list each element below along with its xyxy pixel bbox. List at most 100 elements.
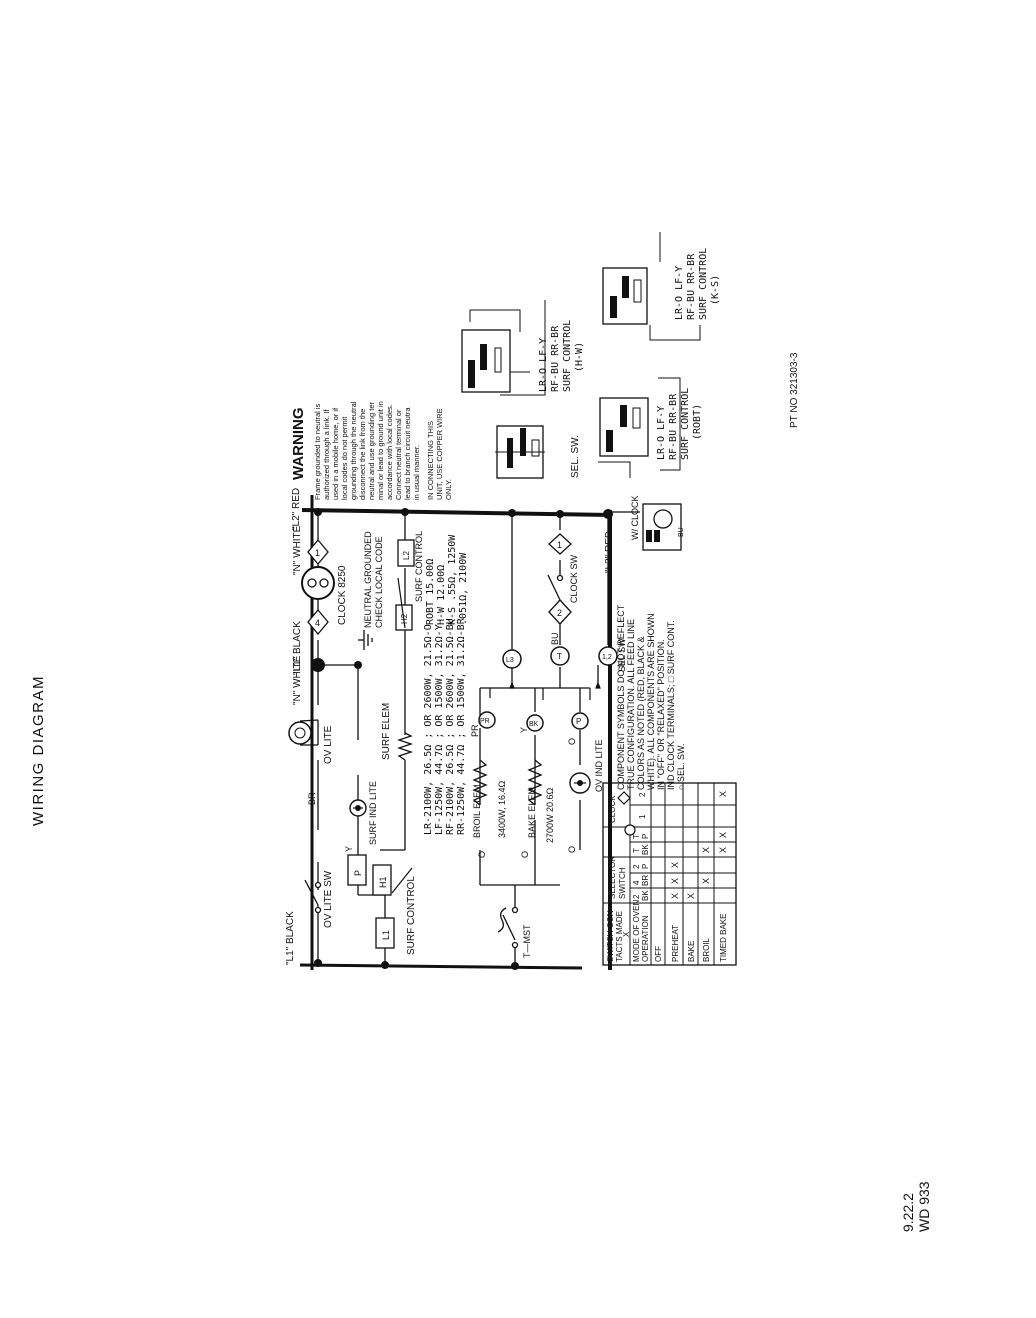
svg-text:BR: BR — [641, 875, 650, 886]
table-mode-2: OPERATION — [641, 915, 650, 962]
l1-label: "L1" BLACK — [292, 621, 303, 675]
svg-text:(ROBT): (ROBT) — [692, 404, 703, 440]
svg-text:COLORS AS NOTED (RED, BLACK &: COLORS AS NOTED (RED, BLACK & — [636, 636, 646, 790]
controls-list-item: .051Ω, 2100W — [458, 552, 469, 625]
ov-lite-bulb-icon — [288, 719, 319, 746]
selector-arrows — [489, 681, 601, 700]
table-mode-1: MODE OF OVEN — [632, 900, 641, 962]
controls-list-item: K-S .55Ω, 1250W — [447, 534, 458, 625]
surf-switch-contact — [391, 867, 413, 894]
clock-terminal-diamonds — [307, 533, 572, 636]
broil-rating-label: 3400W, 16.4Ω — [497, 780, 507, 838]
section-number: 9.22.2 — [900, 1193, 916, 1232]
p-box-label: P — [353, 870, 363, 876]
table-title-1: SWITCH CON- — [606, 907, 615, 962]
surf-robt-panel: LR-O LF-Y RF-BU RR-BR SURF CONTROL (ROBT… — [598, 377, 703, 478]
svg-text:local codes do not permit: local codes do not permit — [340, 416, 349, 500]
thermostat-label: T—MST — [522, 924, 532, 958]
surf2-switch-contact — [397, 577, 406, 629]
term-bk-label: BK — [529, 721, 539, 728]
svg-text:grounding through the neutral: grounding through the neutral — [349, 401, 358, 500]
svg-text:(K-S): (K-S) — [710, 275, 721, 305]
svg-text:RF-BU RR-BR: RF-BU RR-BR — [686, 253, 697, 320]
h2-box-label: H2 — [400, 613, 409, 624]
elements-list-item: LR-2100W, 26.5Ω ; OR 2600W, 21.5Ω-O — [423, 624, 434, 835]
svg-text:○ SEL. SW.: ○ SEL. SW. — [676, 744, 686, 790]
svg-text:LR-O LF-Y: LR-O LF-Y — [656, 406, 667, 460]
surf-ind-lite-icon — [349, 799, 367, 817]
svg-text:WHITE). ALL COMPONENTS ARE S: WHITE). ALL COMPONENTS ARE SHOWN — [646, 613, 656, 790]
svg-text:COMPONENT SYMBOLS DO NOT REFLE: COMPONENT SYMBOLS DO NOT REFLECT — [616, 604, 626, 790]
svg-text:T: T — [632, 834, 641, 839]
svg-text:UNIT, USE COPPER WIRE: UNIT, USE COPPER WIRE — [435, 408, 444, 500]
svg-text:BU: BU — [678, 527, 685, 537]
table-title-2: TACTS MADE — [615, 911, 624, 962]
elements-list-item: RR-1250W, 44.7Ω ; OR 1500W, 31.2Ω-BR — [456, 617, 467, 835]
broil-elem-label: BROIL ELEM — [472, 784, 482, 838]
term-t-label: T — [557, 652, 562, 661]
svg-text:accordance with local codes.: accordance with local codes. — [385, 404, 394, 500]
o-wire-label-4: O — [567, 846, 577, 853]
w-clock-label: W/ CLOCK — [630, 495, 640, 540]
svg-text:2: 2 — [632, 864, 641, 869]
table-mark: X — [701, 878, 711, 884]
svg-text:BK: BK — [641, 890, 650, 901]
l2-label: "L2" RED — [604, 531, 615, 573]
l2-bus — [301, 508, 613, 517]
clock-8250-label: CLOCK 8250 — [337, 565, 348, 625]
svg-text:neutral and use grounding ter: neutral and use grounding ter — [367, 402, 376, 500]
svg-text:SURF CONTROL: SURF CONTROL — [680, 388, 691, 460]
br-wire-label: BR — [307, 792, 317, 805]
table-mark: X — [718, 791, 728, 797]
part-number: PT NO 321303-3 — [789, 352, 800, 428]
table-clock: CLOCK — [608, 795, 617, 823]
surf-control-label: SURF CONTROL — [406, 876, 417, 955]
svg-text:in usual manner.: in usual manner. — [412, 445, 421, 500]
junction-dots — [311, 508, 613, 970]
ov-lite-sw-label: OV LITE SW — [323, 870, 334, 928]
table-selector-1: SELECTOR — [608, 856, 617, 899]
clock-sw-label: CLOCK SW — [569, 554, 579, 603]
neutral-note-1: NEUTRAL GROUNDED — [363, 531, 373, 628]
controls-list-item: ROBT 15.00Ω — [425, 559, 436, 625]
table-mark: X — [686, 893, 696, 899]
svg-text:LR-O LF-Y: LR-O LF-Y — [538, 338, 549, 392]
svg-text:2: 2 — [638, 792, 647, 797]
o-wire-label-2: O — [477, 851, 487, 858]
svg-text:4: 4 — [632, 880, 641, 885]
bake-rating-label: 2700W 20.6Ω — [545, 787, 555, 843]
svg-text:RF-BU RR-BR: RF-BU RR-BR — [668, 393, 679, 460]
o-wire-label-3: O — [520, 851, 530, 858]
table-row-mode: BROIL — [702, 937, 711, 962]
surf-ind-lite-label: SURF IND LITE — [368, 781, 378, 845]
ov-lite-label: OV LITE — [323, 725, 334, 764]
n-label: "N" WHITE — [292, 525, 303, 575]
controls-list-item: H-W 12.00Ω — [436, 565, 447, 625]
table-row-mode: PREHEAT — [671, 925, 680, 962]
clock-sw-contact — [547, 574, 564, 601]
table-row-mode: OFF — [654, 946, 663, 962]
clock-diamond-icon — [617, 791, 631, 805]
svg-text:authorized through a link. If: authorized through a link. If — [322, 409, 331, 500]
l2-red-label: "L2" RED — [291, 488, 302, 530]
n-white-label: "N" WHITE — [292, 655, 303, 705]
component-notes: COMPONENT SYMBOLS DO NOT REFLECT TRUE CO… — [616, 604, 686, 790]
pr-wire-label: PR — [470, 724, 480, 737]
terminal-clock-1: 1 — [557, 540, 562, 550]
svg-text:RF-BU RR-BR: RF-BU RR-BR — [550, 325, 561, 392]
oven-labels: BROIL ELEM 3400W, 16.4Ω BAKE ELEM 2700W … — [470, 495, 640, 958]
svg-text:1: 1 — [638, 814, 647, 819]
svg-text:lead to branch circuit neutra: lead to branch circuit neutra — [403, 407, 412, 500]
svg-text:2: 2 — [632, 894, 641, 899]
neutral-note-2: CHECK LOCAL CODE — [374, 536, 384, 628]
table-mark: X — [670, 878, 680, 884]
l2-box-label: L2 — [402, 551, 411, 560]
h1-box-label: H1 — [378, 876, 388, 888]
switch-contacts-table: SWITCH CON- TACTS MADE X SELECTOR SWITCH… — [602, 782, 737, 966]
svg-text:disconnect the link from the: disconnect the link from the — [358, 409, 367, 500]
ov-ind-lite-icon — [569, 772, 591, 794]
svg-text:(H-W): (H-W) — [574, 342, 585, 372]
svg-text:SURF CONTROL: SURF CONTROL — [698, 248, 709, 320]
svg-text:IND CLOCK TERMINALS; □ SURF C: IND CLOCK TERMINALS; □ SURF CONT. — [666, 620, 676, 790]
